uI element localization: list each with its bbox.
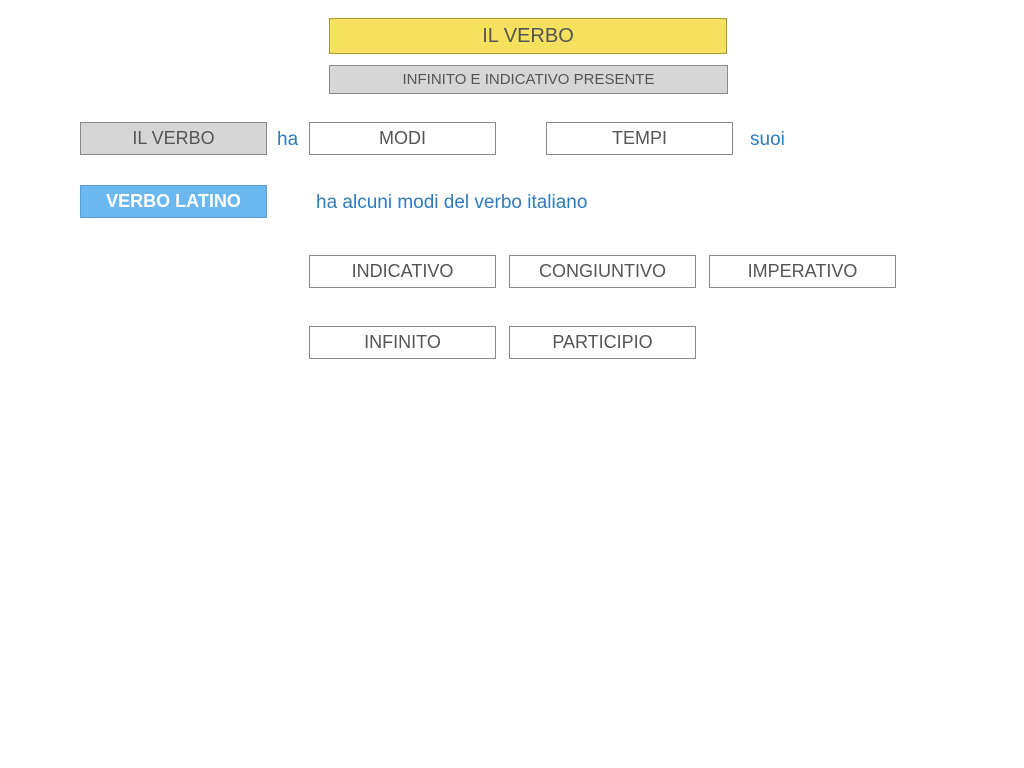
verbo-latino-label: VERBO LATINO [106,191,241,211]
connector-suoi: suoi [750,129,785,150]
congiuntivo-box: CONGIUNTIVO [509,255,696,288]
infinito-box: INFINITO [309,326,496,359]
imperativo-label: IMPERATIVO [747,261,858,281]
description-text: ha alcuni modi del verbo italiano [316,192,588,213]
modi-box: MODI [309,122,496,155]
verbo-box: IL VERBO [80,122,267,155]
participio-label: PARTICIPIO [552,332,653,352]
infinito-label: INFINITO [364,332,441,352]
tempi-label: TEMPI [611,128,667,148]
verbo-latino-box: VERBO LATINO [80,185,267,218]
imperativo-box: IMPERATIVO [709,255,896,288]
tempi-box: TEMPI [546,122,733,155]
indicativo-box: INDICATIVO [309,255,496,288]
congiuntivo-label: CONGIUNTIVO [538,261,666,281]
connector-ha: ha [277,129,299,150]
modi-label: MODI [379,128,426,148]
verbo-label: IL VERBO [132,128,215,148]
title-text: IL VERBO [482,24,574,47]
subtitle-text: INFINITO E INDICATIVO PRESENTE [402,71,655,88]
subtitle-box: INFINITO E INDICATIVO PRESENTE [329,65,728,94]
title-box: IL VERBO [329,18,727,54]
participio-box: PARTICIPIO [509,326,696,359]
indicativo-label: INDICATIVO [351,261,454,281]
